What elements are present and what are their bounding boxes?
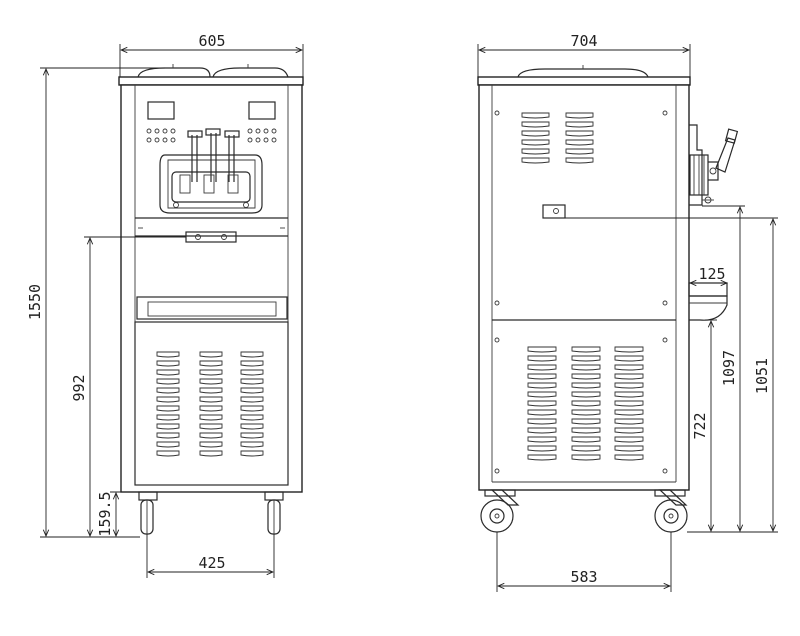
front-top-cover bbox=[118, 76, 304, 86]
side-casters bbox=[480, 489, 688, 533]
front-width-label: 605 bbox=[198, 32, 225, 50]
side-top-cover bbox=[477, 76, 691, 86]
front-display-right bbox=[248, 101, 276, 120]
side-dispenser bbox=[689, 124, 739, 206]
side-depth-label: 704 bbox=[570, 32, 597, 50]
front-view: 605 1550 992 159.5 425 bbox=[26, 32, 304, 578]
front-display-left bbox=[147, 101, 175, 120]
front-lower-panel bbox=[134, 321, 289, 486]
front-caster-height-label: 159.5 bbox=[96, 491, 114, 536]
front-drawer bbox=[136, 296, 288, 320]
side-drip-tray bbox=[688, 282, 728, 297]
side-caster-spacing-label: 583 bbox=[570, 568, 597, 586]
front-height-label: 1550 bbox=[26, 284, 44, 320]
side-dispenser-height-label: 1097 bbox=[720, 350, 738, 386]
front-vent-grille bbox=[156, 351, 264, 457]
front-dispenser-height-label: 992 bbox=[70, 374, 88, 401]
side-tray-height-label: 1051 bbox=[753, 358, 771, 394]
side-hopper-lid bbox=[517, 68, 649, 78]
front-casters bbox=[138, 491, 284, 535]
side-handle-depth-label: 125 bbox=[698, 265, 725, 283]
front-dispenser-head bbox=[159, 154, 263, 214]
front-hopper-lid-left bbox=[137, 67, 211, 78]
side-view: 704 125 1097 1051 722 583 bbox=[477, 32, 778, 592]
side-drip-height-label: 722 bbox=[691, 412, 709, 439]
front-caster-spacing-label: 425 bbox=[198, 554, 225, 572]
side-upper-vent bbox=[521, 112, 594, 164]
front-dispense-handles bbox=[187, 128, 240, 182]
side-lower-vent bbox=[527, 346, 644, 461]
side-bracket bbox=[542, 204, 566, 219]
